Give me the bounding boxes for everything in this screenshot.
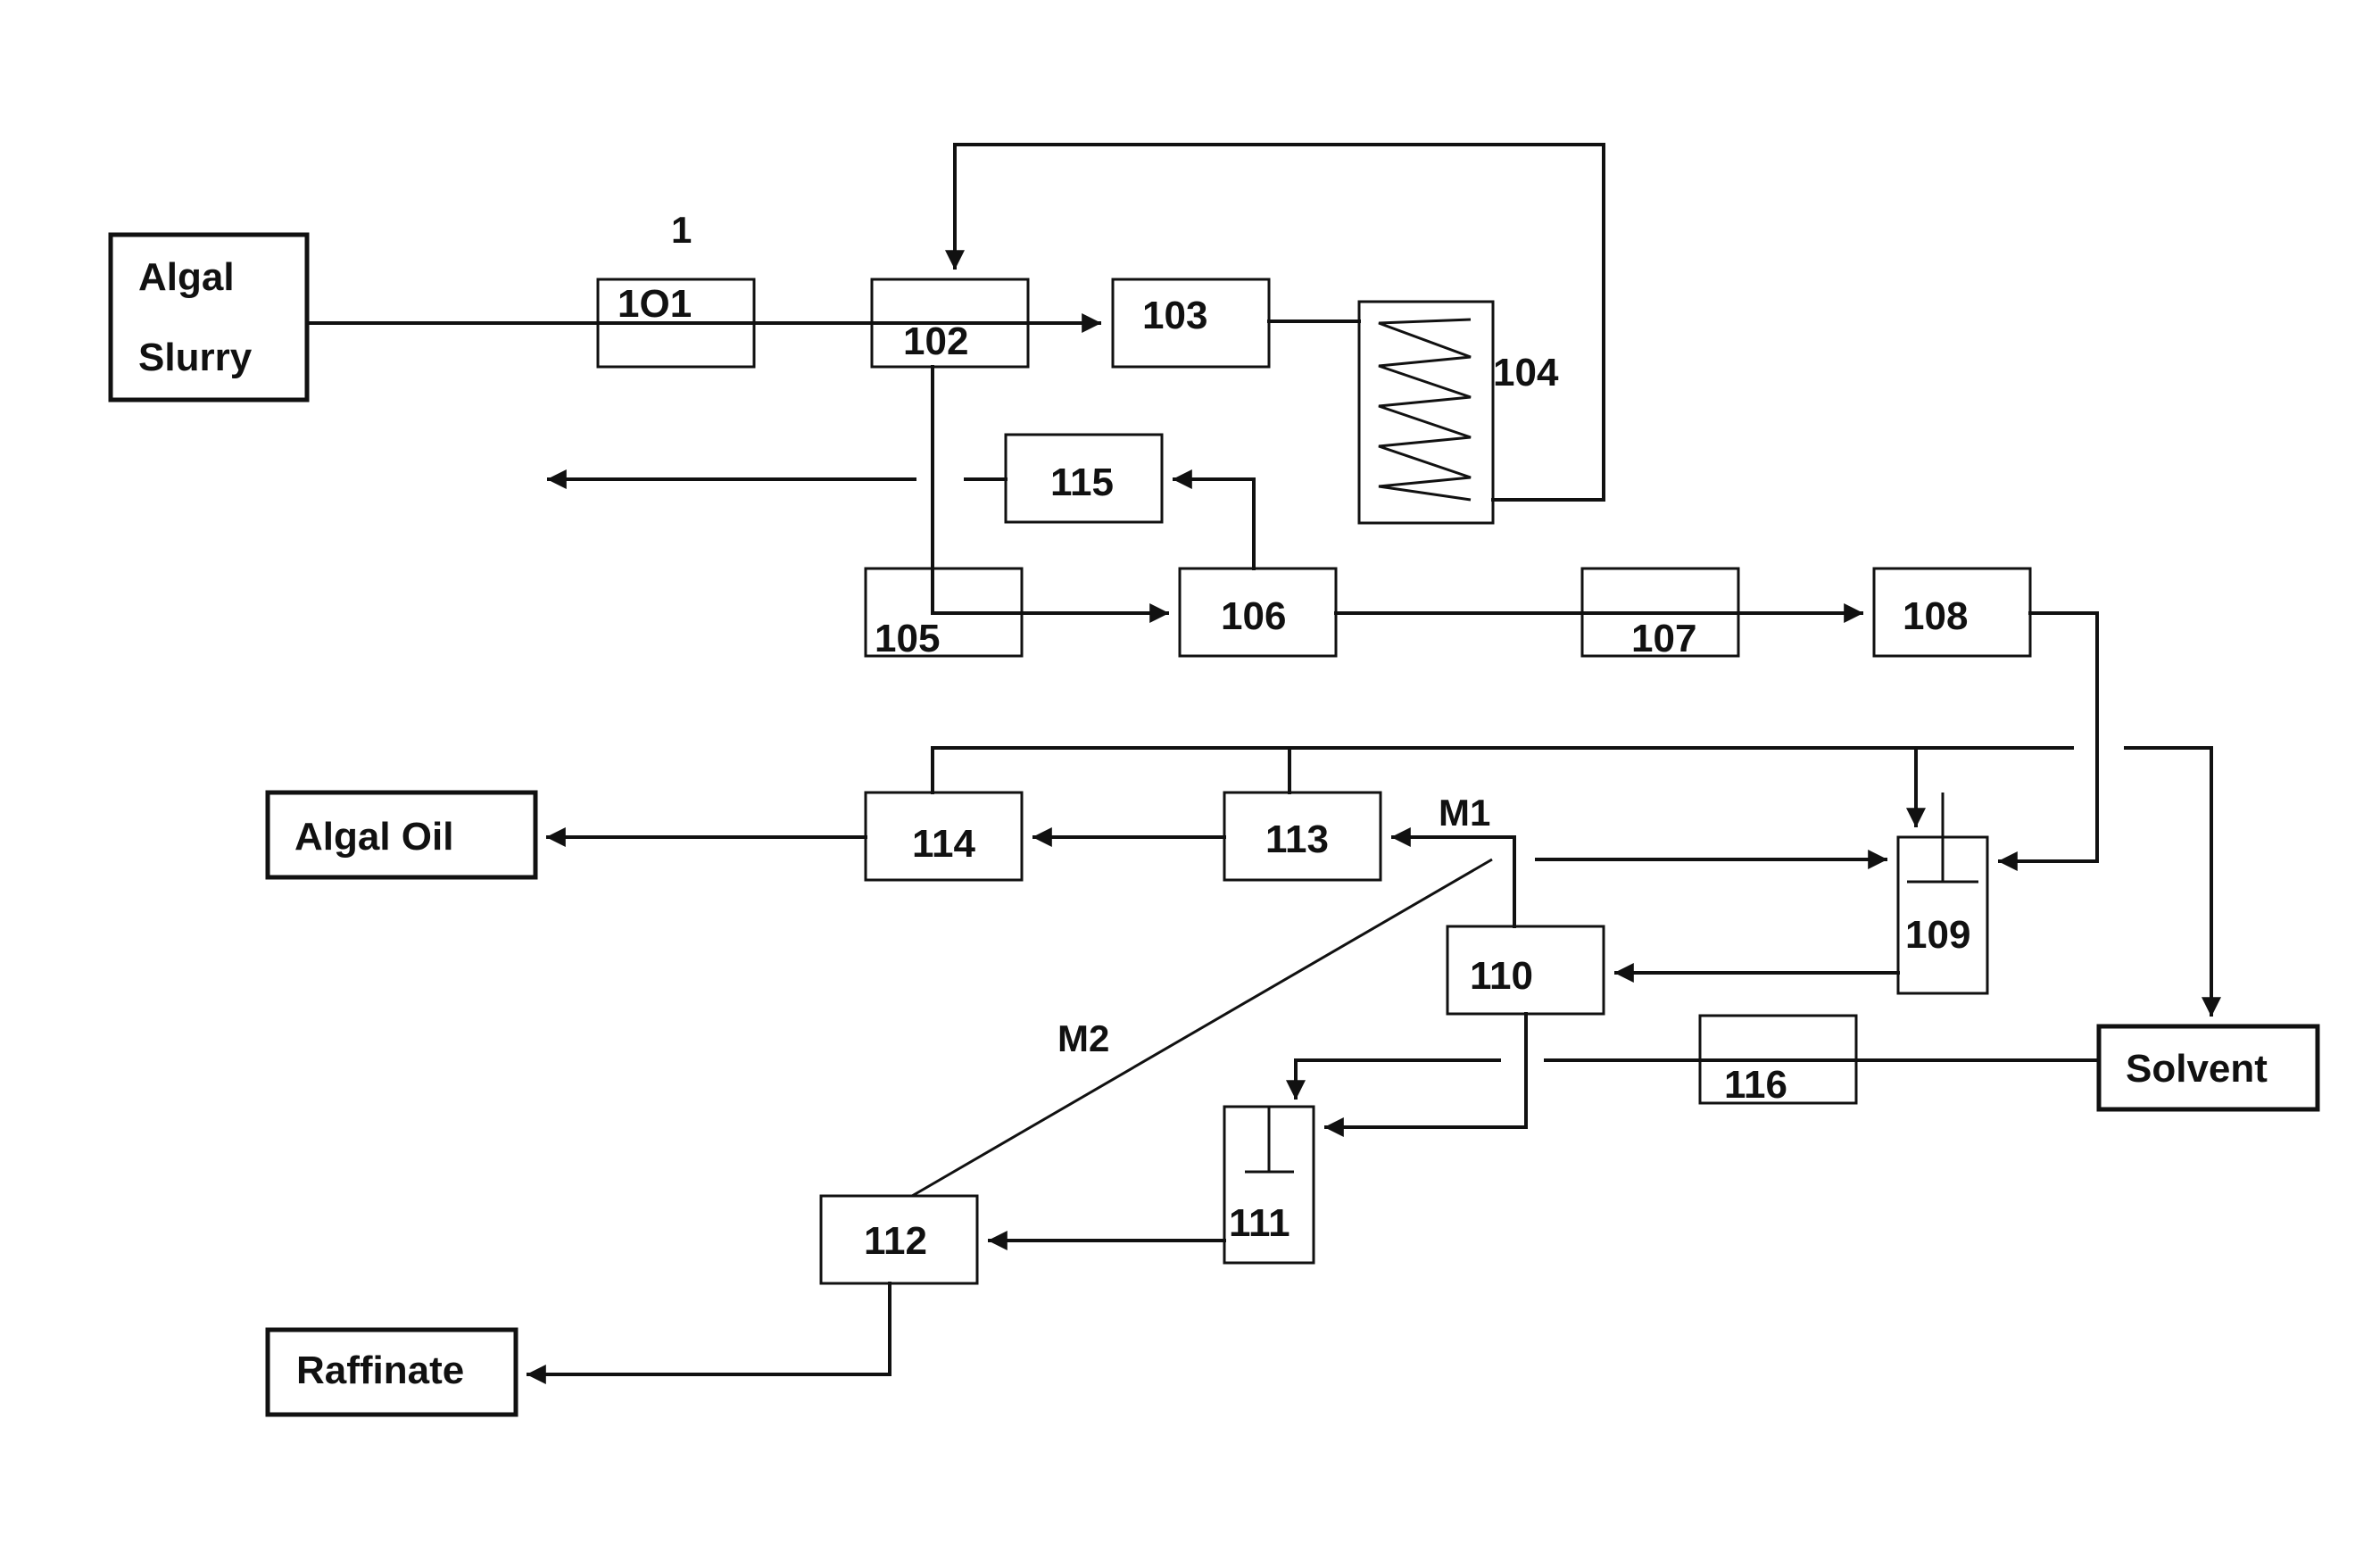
box-109-settler: 109	[1898, 793, 1987, 993]
flow-m2-diagonal	[912, 859, 1492, 1196]
flow-110-to-111	[1326, 1014, 1526, 1127]
algal-slurry-label-line1: Algal	[138, 255, 235, 299]
flow-106-to-115	[1174, 479, 1254, 569]
box-108-label: 108	[1903, 594, 1968, 638]
box-106: 106	[1180, 569, 1336, 656]
flow-header-to-solvent	[2126, 748, 2211, 1015]
box-115: 115	[1006, 435, 1162, 522]
flow-solvent-to-111	[1296, 1060, 1499, 1098]
box-112-label: 112	[864, 1219, 927, 1263]
box-solvent: Solvent	[2099, 1026, 2318, 1109]
box-algal-oil: Algal Oil	[268, 793, 535, 877]
box-111-settler: 111	[1224, 1107, 1314, 1263]
label-1: 1	[671, 209, 692, 251]
box-103: 103	[1113, 279, 1269, 367]
algal-oil-label: Algal Oil	[294, 815, 453, 859]
box-109-label: 109	[1905, 913, 1970, 957]
box-115-label: 115	[1050, 461, 1114, 504]
box-111-label: 111	[1229, 1201, 1290, 1245]
label-m1: M1	[1439, 792, 1490, 834]
flow-112-to-raffinate	[528, 1283, 890, 1374]
box-raffinate: Raffinate	[268, 1330, 516, 1415]
box-102-label: 102	[903, 320, 968, 363]
box-113: 113	[1224, 793, 1381, 880]
box-104-heater: 104	[1359, 302, 1559, 523]
box-113-label: 113	[1265, 817, 1329, 861]
box-104-label: 104	[1493, 351, 1559, 394]
box-108: 108	[1874, 569, 2030, 656]
box-101-label: 1O1	[618, 282, 692, 326]
box-110: 110	[1447, 926, 1604, 1014]
box-112: 112	[821, 1196, 977, 1283]
box-103-label: 103	[1142, 294, 1207, 337]
box-110-label: 110	[1470, 954, 1533, 998]
box-106-label: 106	[1221, 594, 1286, 638]
box-algal-slurry: Algal Slurry	[111, 235, 307, 400]
raffinate-label: Raffinate	[296, 1349, 464, 1392]
box-114: 114	[866, 793, 1022, 880]
box-107-label: 107	[1631, 617, 1696, 660]
box-116-label: 116	[1724, 1063, 1787, 1107]
box-114-label: 114	[912, 822, 976, 866]
box-105-label: 105	[875, 617, 940, 660]
solvent-label: Solvent	[2126, 1047, 2268, 1091]
label-m2: M2	[1057, 1017, 1109, 1059]
algal-slurry-label-line2: Slurry	[138, 336, 253, 379]
